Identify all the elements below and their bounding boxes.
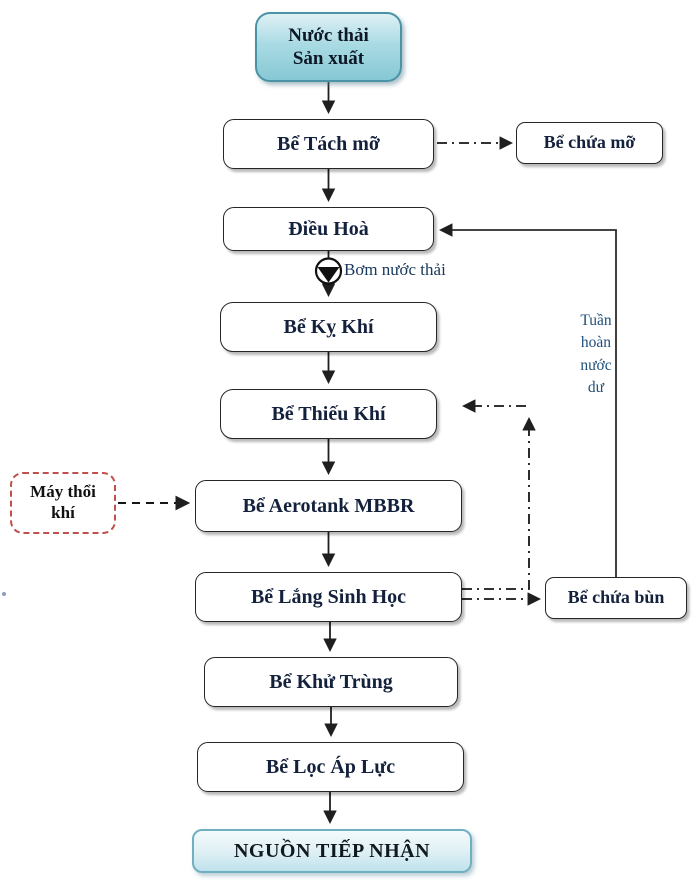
node-label: Bể Thiếu Khí — [271, 402, 386, 425]
node-be-chua-mo: Bể chứa mỡ — [516, 122, 663, 164]
node-nguon-tiep-nhan: NGUỒN TIẾP NHẬN — [192, 829, 472, 873]
node-label: Máy thổi khí — [30, 482, 96, 522]
node-be-khu-trung: Bể Khử Trùng — [204, 657, 458, 707]
node-label: Bể Lắng Sinh Học — [250, 585, 407, 608]
recirculation-label: Tuần hoàn nước dư — [580, 312, 612, 397]
node-label: Bể Khử Trùng — [269, 670, 393, 693]
node-be-loc-ap-luc: Bể Lọc Áp Lực — [197, 742, 464, 792]
stray-mark — [2, 592, 6, 596]
node-label: Nước thải Sản xuất — [288, 24, 369, 69]
return-line-chuabun-to-dieuhoa — [438, 223, 617, 577]
node-label: Bể chứa mỡ — [543, 132, 636, 153]
node-label: Bể Lọc Áp Lực — [265, 755, 396, 778]
pump-icon — [314, 257, 343, 285]
node-label: Bể Kỵ Khí — [283, 315, 374, 338]
node-be-chua-bun: Bể chứa bùn — [545, 577, 687, 619]
node-be-ky-khi: Bể Kỵ Khí — [220, 302, 437, 352]
node-label: Điều Hoà — [288, 217, 369, 240]
node-be-tach-mo: Bể Tách mỡ — [223, 119, 434, 169]
node-nuoc-thai-san-xuat: Nước thải Sản xuất — [255, 12, 402, 82]
dashdot-lang-recycle-up — [462, 416, 536, 590]
node-be-aerotank-mbbr: Bể Aerotank MBBR — [195, 480, 462, 532]
pump-label: Bơm nước thải — [344, 260, 446, 279]
node-be-lang-sinh-hoc: Bể Lắng Sinh Học — [195, 572, 462, 622]
node-may-thoi-khi: Máy thổi khí — [10, 472, 116, 534]
node-label: NGUỒN TIẾP NHẬN — [233, 839, 431, 862]
node-dieu-hoa: Điều Hoà — [223, 207, 434, 251]
node-label: Bể Aerotank MBBR — [242, 494, 415, 517]
node-be-thieu-khi: Bể Thiếu Khí — [220, 389, 437, 439]
node-label: Bể Tách mỡ — [277, 132, 380, 155]
node-label: Bể chứa bùn — [567, 587, 665, 608]
